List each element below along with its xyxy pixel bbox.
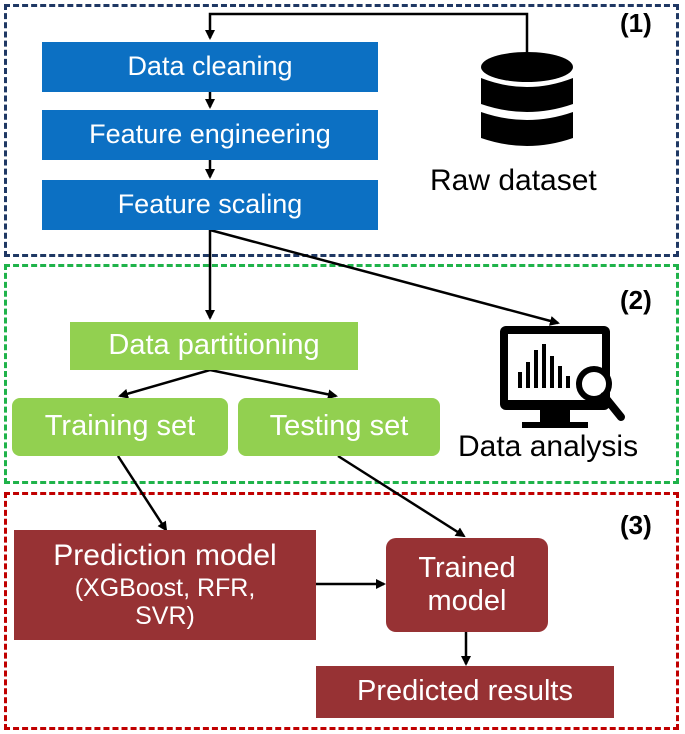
database-icon — [481, 52, 573, 146]
arrow-testing-to-trained — [337, 454, 466, 538]
trained-model-box: Trained model — [386, 538, 548, 632]
arrow-raw-to-cleaning — [205, 12, 529, 52]
arrow-partitioning-to-testing — [209, 368, 338, 400]
prediction-model-box: Prediction model (XGBoost, RFR, SVR) — [14, 530, 316, 640]
data-analysis-label: Data analysis — [458, 430, 639, 463]
section-3-number: (3) — [620, 510, 652, 540]
trained-model-line2: model — [427, 585, 507, 617]
data-cleaning-step: Data cleaning — [42, 42, 378, 92]
prediction-model-title: Prediction model — [53, 539, 277, 572]
monitor-chart-magnifier-icon — [500, 326, 625, 428]
feature-scaling-step: Feature scaling — [42, 180, 378, 230]
section-2-number: (2) — [620, 285, 652, 315]
prediction-model-subtitle: (XGBoost, RFR, SVR) — [74, 573, 256, 631]
trained-model-line1: Trained — [418, 551, 516, 584]
predicted-results-box: Predicted results — [316, 666, 614, 718]
section-1-number: (1) — [620, 8, 652, 38]
section-1-frame — [4, 4, 679, 257]
arrow-partitioning-to-training — [118, 368, 211, 399]
feature-engineering-step: Feature engineering — [42, 110, 378, 160]
arrow-training-to-model — [116, 455, 168, 532]
data-partitioning-box: Data partitioning — [70, 322, 358, 370]
arrow-scaling-to-analysis — [209, 228, 560, 326]
raw-dataset-label: Raw dataset — [430, 164, 597, 197]
section-3-frame — [4, 492, 679, 730]
training-set-box: Training set — [12, 398, 228, 456]
testing-set-box: Testing set — [238, 398, 440, 456]
